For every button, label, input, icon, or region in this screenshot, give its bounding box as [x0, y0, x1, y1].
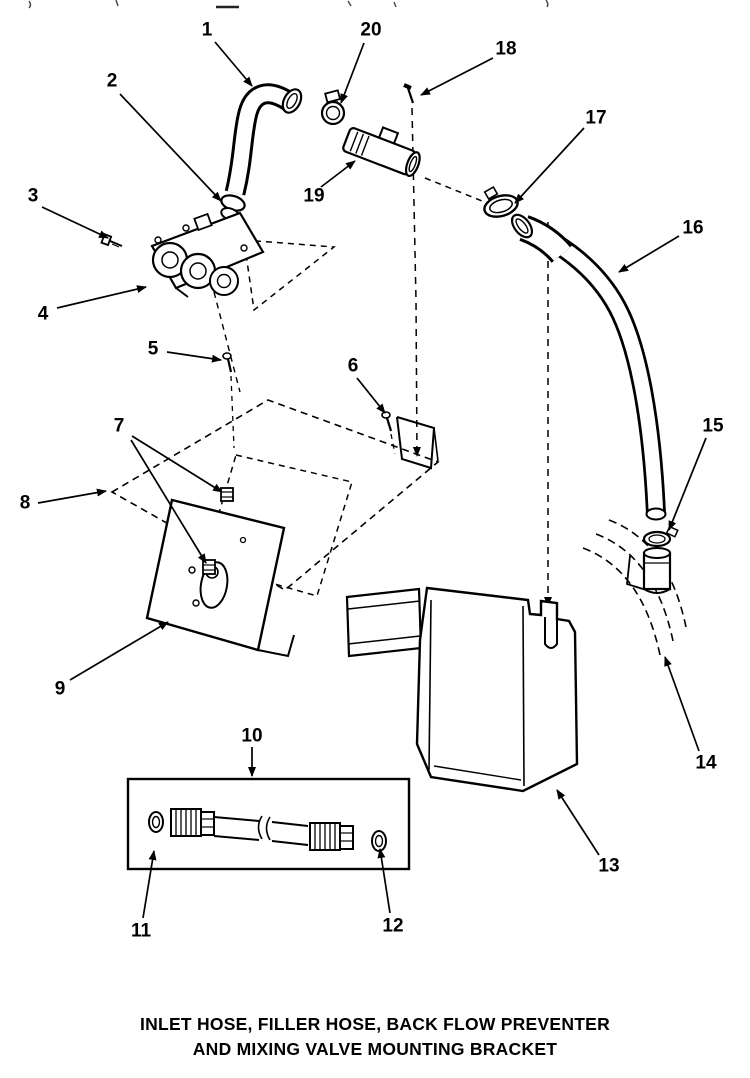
caption-line-1: INLET HOSE, FILLER HOSE, BACK FLOW PREVE… [140, 1014, 610, 1034]
hose-coupling-right [309, 822, 354, 851]
hose-coupling-left [170, 808, 215, 837]
callout-5: 5 [147, 338, 159, 360]
leader-20 [340, 42, 365, 104]
leader-4 [56, 285, 147, 309]
screw-6 [381, 411, 393, 432]
callout-15: 15 [702, 415, 724, 437]
leader-6 [356, 377, 386, 414]
callout-6: 6 [347, 355, 359, 377]
leader-12 [377, 848, 391, 914]
callout-11: 11 [130, 920, 152, 942]
caption-line-2: AND MIXING VALVE MOUNTING BRACKET [192, 1038, 558, 1059]
leader-7a [131, 435, 223, 493]
callout-8: 8 [19, 492, 31, 514]
hose-clamp-20 [320, 89, 346, 126]
cropped-page-text-fragments [28, 0, 549, 9]
leader-2 [119, 93, 222, 202]
callout-16: 16 [682, 217, 704, 239]
leader-15 [668, 437, 707, 531]
filler-tube-19 [342, 126, 421, 178]
callout-12: 12 [382, 915, 404, 937]
callout-13: 13 [598, 855, 620, 877]
callout-7: 7 [113, 415, 125, 437]
cabinet-cutaway-arcs-14 [582, 519, 687, 656]
leader-11 [142, 850, 157, 919]
retainer-clip-7a [220, 487, 234, 502]
leader-5 [166, 351, 222, 363]
callout-14: 14 [695, 752, 717, 774]
leader-14 [664, 656, 700, 752]
filler-hose-16 [510, 213, 667, 521]
callout-19: 19 [303, 185, 325, 207]
screw-18 [403, 83, 415, 104]
leader-9 [69, 621, 169, 681]
backflow-preventer [642, 547, 672, 594]
leader-7b [130, 439, 207, 564]
cabinet-hook-fragment [626, 555, 644, 590]
callout-4: 4 [37, 303, 49, 325]
bracket-edge-flange [396, 416, 439, 470]
callout-10: 10 [241, 725, 263, 747]
leader-19 [320, 160, 356, 188]
leader-17 [514, 127, 585, 204]
screw-5 [222, 352, 233, 373]
leader-3 [41, 206, 109, 239]
callout-17: 17 [585, 107, 607, 129]
panel-plate-9 [145, 498, 295, 658]
callout-18: 18 [495, 38, 517, 60]
leader-1 [214, 41, 253, 87]
callout-20: 20 [360, 19, 382, 41]
mounting-bracket-13 [345, 586, 579, 793]
callout-2: 2 [106, 70, 118, 92]
leader-16 [618, 235, 680, 273]
mixing-valve-4 [150, 211, 265, 298]
inlet-hose-1 [224, 83, 303, 196]
leader-13 [556, 789, 600, 856]
diagram-caption: INLET HOSE, FILLER HOSE, BACK FLOW PREVE… [0, 1012, 750, 1061]
hose-clamp-15 [642, 525, 679, 548]
leader-8 [37, 488, 107, 504]
leader-18 [420, 57, 494, 96]
hose-clamp-17 [483, 185, 519, 218]
inlet-hose-assembly [148, 808, 387, 852]
hose-body [213, 815, 309, 846]
callout-9: 9 [54, 678, 66, 700]
washer-12 [371, 830, 387, 852]
callout-1: 1 [201, 19, 213, 41]
washer-11 [148, 811, 164, 833]
phantom-lines [213, 107, 552, 607]
leader-arrows [37, 41, 707, 919]
callout-3: 3 [27, 185, 39, 207]
